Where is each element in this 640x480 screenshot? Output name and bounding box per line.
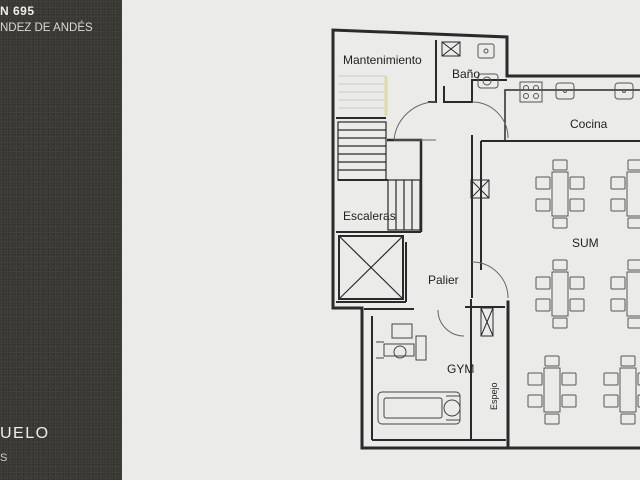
table-sum-4 [610, 259, 640, 329]
building-number: N 695 [0, 4, 35, 18]
room-label-palier: Palier [428, 273, 459, 287]
table-sum-6 [603, 355, 640, 425]
room-label-gym: GYM [447, 362, 474, 376]
door-swings [393, 101, 509, 337]
staircase-upper-ghost [338, 75, 388, 116]
floor-title: UELO [0, 425, 50, 442]
table-sum-1 [535, 159, 585, 229]
outer-walls [331, 28, 640, 450]
room-label-cocina: Cocina [570, 117, 608, 131]
bathroom-fixtures [477, 43, 499, 89]
table-sum-3 [535, 259, 585, 329]
room-label-escaleras: Escaleras [343, 209, 396, 223]
service-ducts [441, 41, 494, 337]
room-label-sum: SUM [572, 236, 599, 250]
kitchen-fixtures [519, 81, 634, 103]
room-label-mantenimiento: Mantenimiento [343, 53, 422, 67]
table-sum-5 [527, 355, 577, 425]
sum-tables [527, 159, 640, 425]
building-street: NDEZ DE ANDÉS [0, 22, 93, 34]
staircase [337, 121, 421, 231]
gym-equipment [376, 323, 461, 425]
sidebar-panel: N 695 NDEZ DE ANDÉS UELO S [0, 0, 122, 480]
room-label-bano: Baño [452, 67, 480, 81]
table-sum-2 [610, 159, 640, 229]
floor-subtitle: S [0, 452, 8, 464]
room-label-espejo: Espejo [489, 382, 499, 410]
elevator-shaft [338, 235, 404, 300]
